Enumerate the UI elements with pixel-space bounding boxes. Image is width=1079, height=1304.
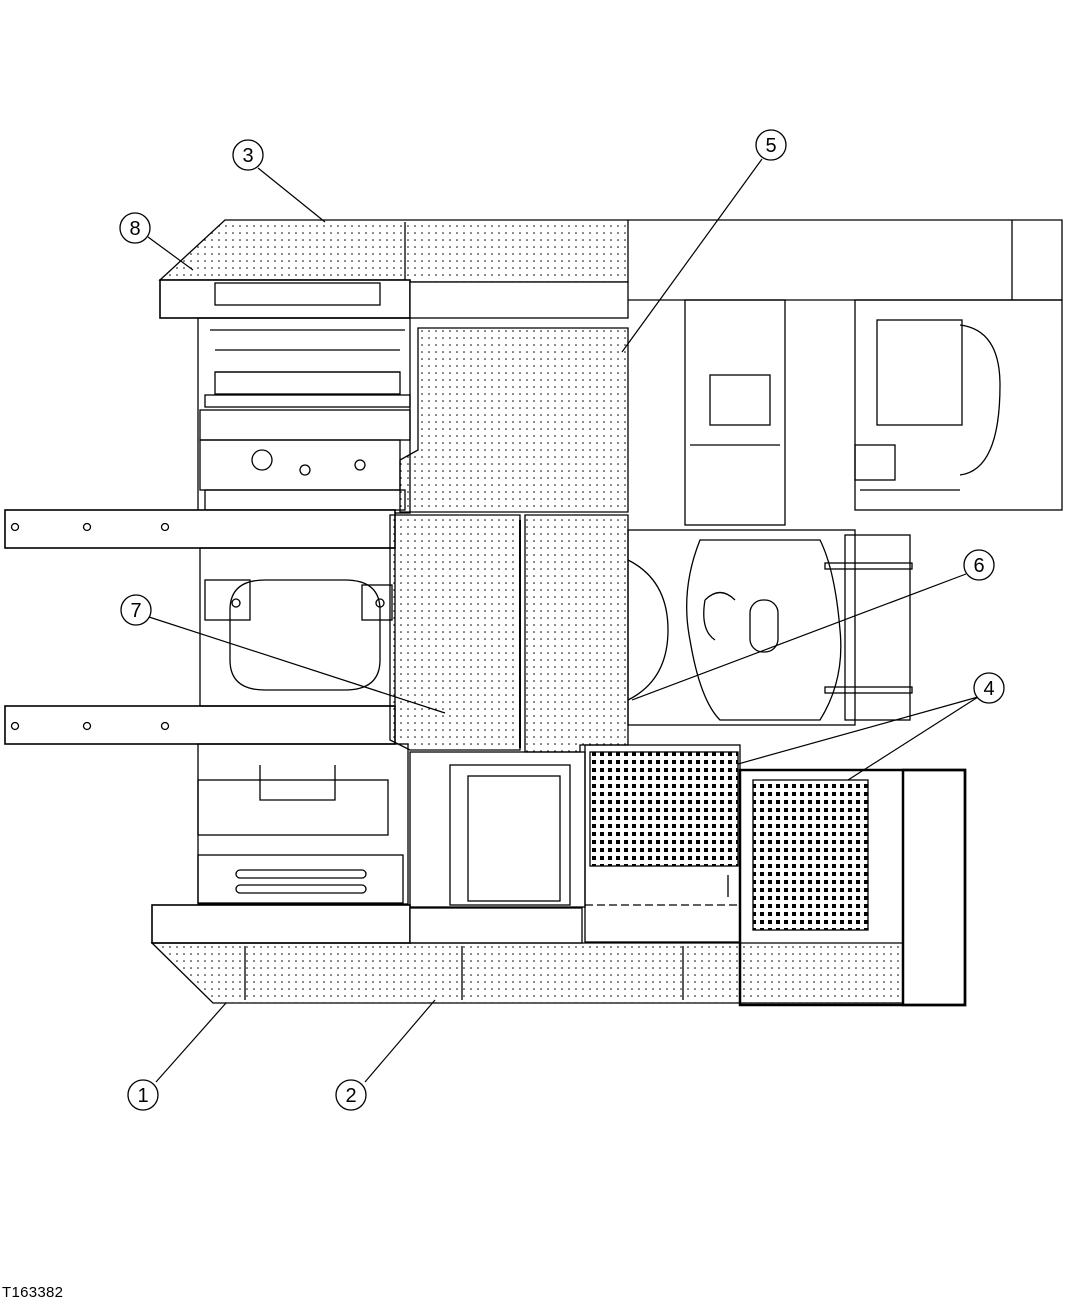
bottom-rear-cover — [150, 904, 904, 1004]
callout-4-label: 4 — [983, 678, 994, 700]
callout-2: 2 — [335, 1079, 367, 1111]
lower-side-beam — [4, 705, 396, 745]
leader-lines — [147, 158, 979, 1083]
callout-5-label: 5 — [765, 135, 776, 157]
right-upper-housing — [628, 219, 1063, 526]
center-lower-access-covers — [389, 514, 629, 753]
callout-6: 6 — [963, 549, 995, 581]
center-upper-access-cover — [399, 327, 629, 513]
callout-6-label: 6 — [973, 555, 984, 577]
lower-left-compartment — [197, 743, 409, 905]
callout-3: 3 — [232, 139, 264, 171]
lower-middle-compartment — [409, 751, 586, 908]
callout-8-label: 8 — [129, 218, 140, 240]
callout-8: 8 — [119, 212, 151, 244]
callout-7-label: 7 — [130, 600, 141, 622]
swing-frame-area — [627, 529, 913, 726]
callout-4: 4 — [973, 672, 1005, 704]
top-engine-cover — [158, 219, 629, 319]
lower-right-grilles — [584, 744, 967, 1007]
figure-id: T163382 — [2, 1284, 64, 1301]
callout-5: 5 — [755, 129, 787, 161]
callout-3-label: 3 — [242, 145, 253, 167]
callout-1: 1 — [127, 1079, 159, 1111]
upper-side-beam — [4, 509, 396, 549]
engine-cover-vent-slots — [214, 282, 381, 306]
callout-7: 7 — [120, 594, 152, 626]
callout-2-label: 2 — [345, 1085, 356, 1107]
left-engine-compartment — [197, 317, 411, 514]
center-frame — [199, 547, 396, 707]
callout-1-label: 1 — [137, 1085, 148, 1107]
